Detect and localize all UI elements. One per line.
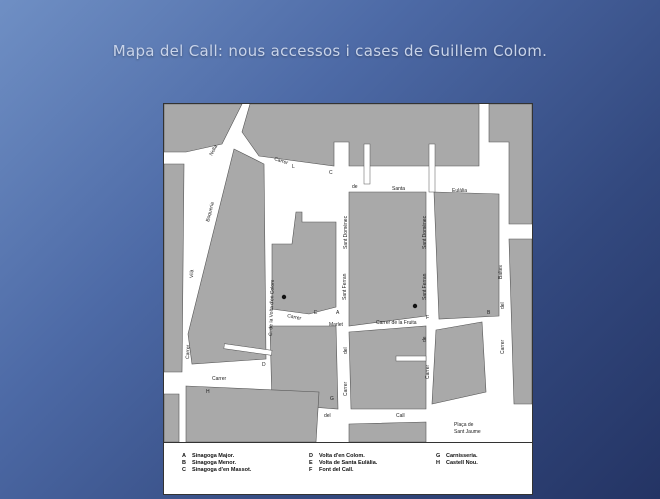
- label-carrer-fruita: Carrer de la Fruita: [376, 320, 417, 326]
- block-ne: [488, 104, 532, 225]
- label-baltes: Baltes: [498, 265, 504, 279]
- marker-sinagoga-major: [281, 294, 287, 300]
- block-carnisseria: [269, 325, 339, 410]
- block-far-west: [164, 163, 185, 373]
- block-south-east: [431, 321, 487, 405]
- label-carrer-4: Carrer: [425, 364, 431, 379]
- map-svg: Carrer L C de Santa Eulàlia Nolla Boquer…: [164, 104, 532, 442]
- label-e: E: [314, 310, 318, 316]
- block-west: [187, 148, 267, 365]
- block-sw: [164, 393, 180, 442]
- label-l: L: [292, 164, 295, 170]
- marker-font: [412, 303, 418, 309]
- label-b: B: [487, 310, 491, 316]
- block-south: [348, 421, 427, 442]
- block-nw: [164, 104, 243, 153]
- passage-east: [395, 355, 427, 362]
- label-vila: Vilà: [189, 269, 195, 278]
- label-eulalia: Eulàlia: [452, 188, 467, 194]
- label-carrer-2: Carrer: [185, 344, 192, 359]
- label-carrer-5: Carrer: [212, 376, 227, 382]
- label-a: A: [336, 310, 340, 316]
- block-castell-nou: [185, 385, 320, 442]
- label-del-2: del: [343, 347, 349, 354]
- block-far-east: [508, 238, 532, 405]
- block-south-center: [348, 325, 427, 410]
- block-north: [241, 104, 480, 167]
- label-carrer-marlet: Carrer: [287, 313, 302, 322]
- label-del-1: del: [500, 302, 506, 309]
- block-east: [433, 191, 500, 320]
- label-santa: Santa: [392, 186, 405, 192]
- label-sant-domenec: Sant Domènec: [343, 215, 349, 249]
- label-sant-ferran-2: Sant Ferran: [422, 273, 428, 300]
- label-de-2: de: [422, 336, 428, 342]
- label-call: Call: [396, 413, 405, 419]
- map-frame: Carrer L C de Santa Eulàlia Nolla Boquer…: [163, 103, 533, 495]
- passage-north-2: [363, 143, 371, 185]
- label-sant-ferran: Sant Ferran: [342, 273, 348, 300]
- label-carrer-baltes: Carrer: [500, 339, 506, 354]
- label-carrer-1: Carrer: [273, 156, 289, 166]
- label-nolla: Nolla: [208, 144, 219, 157]
- label-h: H: [206, 389, 210, 395]
- passage-north: [428, 143, 436, 193]
- label-boqueria: Boqueria: [205, 201, 216, 222]
- label-c: C: [329, 170, 333, 176]
- label-g: G: [330, 396, 334, 402]
- label-carrer-3: Carrer: [343, 381, 349, 396]
- label-sant-domenec-2: Sant Domènec: [422, 215, 428, 249]
- label-del-3: del: [324, 413, 331, 419]
- label-f: F: [426, 315, 429, 321]
- block-sinagoga-major: [271, 211, 337, 315]
- block-center: [348, 191, 427, 327]
- label-d: D: [262, 362, 266, 368]
- label-volta-colom: C. de la Volta d'en Colom: [268, 280, 276, 336]
- page-title: Mapa del Call: nous accessos i cases de …: [112, 42, 548, 60]
- label-marlet: Marlet: [329, 322, 344, 328]
- passage-west: [223, 343, 273, 356]
- label-de-1: de: [352, 184, 358, 190]
- label-placa: Plaça de: [454, 422, 474, 428]
- label-sant-jaume: Sant Jaume: [454, 429, 481, 435]
